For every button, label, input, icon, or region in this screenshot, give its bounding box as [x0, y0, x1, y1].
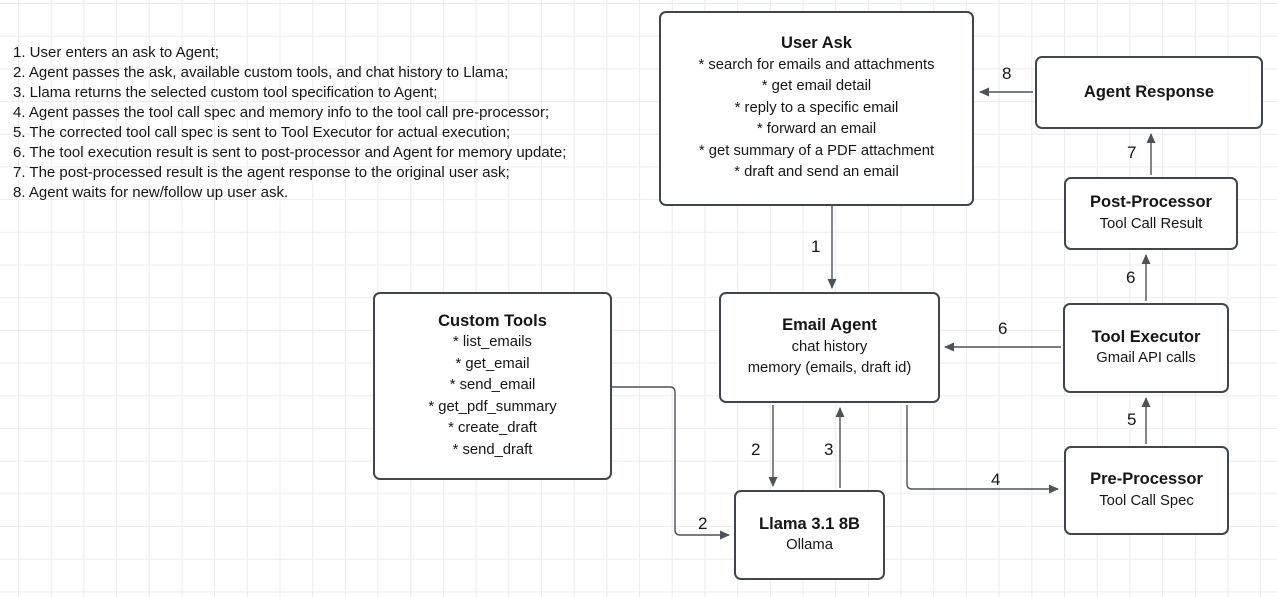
- node-custom-tools-item: * create_draft: [448, 420, 537, 437]
- note-line: 3. Llama returns the selected custom too…: [13, 84, 438, 101]
- node-email-agent-line: memory (emails, draft id): [747, 360, 912, 377]
- node-post-processor-subtitle: Tool Call Result: [1099, 215, 1203, 232]
- edge-label-step4: 4: [991, 470, 1001, 489]
- node-pre-processor: Pre-Processor Tool Call Spec: [1064, 446, 1229, 535]
- edge-label-step6-agent: 6: [998, 319, 1008, 338]
- node-post-processor: Post-Processor Tool Call Result: [1064, 177, 1238, 250]
- node-email-agent-title: Email Agent: [782, 316, 877, 335]
- note-line: 5. The corrected tool call spec is sent …: [13, 124, 511, 141]
- node-custom-tools-item: * get_email: [455, 355, 530, 372]
- note-line: 4. Agent passes the tool call spec and m…: [13, 104, 550, 121]
- edge-label-step7: 7: [1127, 143, 1137, 162]
- node-tool-executor-subtitle: Gmail API calls: [1096, 350, 1196, 366]
- node-custom-tools: Custom Tools * list_emails * get_email *…: [373, 292, 612, 480]
- node-tool-executor: Tool Executor Gmail API calls: [1063, 303, 1229, 393]
- edge-label-step5: 5: [1127, 410, 1137, 429]
- node-email-agent: Email Agent chat history memory (emails,…: [719, 292, 940, 403]
- node-custom-tools-title: Custom Tools: [438, 311, 547, 330]
- edge-label-step1: 1: [811, 237, 821, 256]
- edge-label-step6-post: 6: [1126, 268, 1136, 287]
- node-user-ask-item: * get summary of a PDF attachment: [698, 142, 935, 159]
- node-user-ask-item: * get email detail: [761, 78, 872, 95]
- node-email-agent-line: chat history: [791, 338, 868, 355]
- workflow-notes: 1. User enters an ask to Agent; 2. Agent…: [13, 43, 566, 203]
- node-custom-tools-item: * get_pdf_summary: [428, 398, 557, 415]
- edge-label-step3: 3: [824, 440, 834, 459]
- node-user-ask-item: * reply to a specific email: [734, 99, 899, 116]
- node-custom-tools-item: * list_emails: [453, 334, 532, 351]
- node-user-ask: User Ask * search for emails and attachm…: [659, 11, 974, 206]
- node-custom-tools-item: * send_email: [449, 377, 536, 394]
- node-agent-response: Agent Response: [1035, 56, 1263, 129]
- node-post-processor-title: Post-Processor: [1090, 193, 1212, 211]
- node-user-ask-item: * forward an email: [756, 121, 877, 138]
- note-line: 1. User enters an ask to Agent;: [13, 44, 219, 61]
- node-llama-subtitle: Ollama: [786, 537, 833, 553]
- node-user-ask-title: User Ask: [781, 34, 852, 53]
- note-line: 6. The tool execution result is sent to …: [13, 144, 567, 161]
- node-user-ask-item: * draft and send an email: [734, 164, 899, 181]
- connector-step4-emailagent-preprocessor: [906, 405, 1059, 494]
- edge-label-step2-tools: 2: [698, 514, 708, 533]
- node-pre-processor-title: Pre-Processor: [1090, 470, 1203, 488]
- node-pre-processor-subtitle: Tool Call Spec: [1099, 492, 1194, 509]
- note-line: 7. The post-processed result is the agen…: [13, 164, 510, 181]
- connector-step2-customtools-llama: [612, 386, 730, 540]
- edge-label-step8: 8: [1002, 64, 1012, 83]
- node-user-ask-item: * search for emails and attachments: [698, 56, 935, 73]
- note-line: 2. Agent passes the ask, available custo…: [13, 64, 509, 81]
- node-tool-executor-title: Tool Executor: [1091, 327, 1201, 346]
- node-custom-tools-item: * send_draft: [452, 441, 533, 458]
- node-llama-title: Llama 3.1 8B: [759, 514, 860, 533]
- node-llama: Llama 3.1 8B Ollama: [734, 490, 885, 580]
- edge-label-step2-agent: 2: [751, 440, 761, 459]
- note-line: 8. Agent waits for new/follow up user as…: [13, 184, 289, 201]
- node-agent-response-title: Agent Response: [1083, 82, 1215, 101]
